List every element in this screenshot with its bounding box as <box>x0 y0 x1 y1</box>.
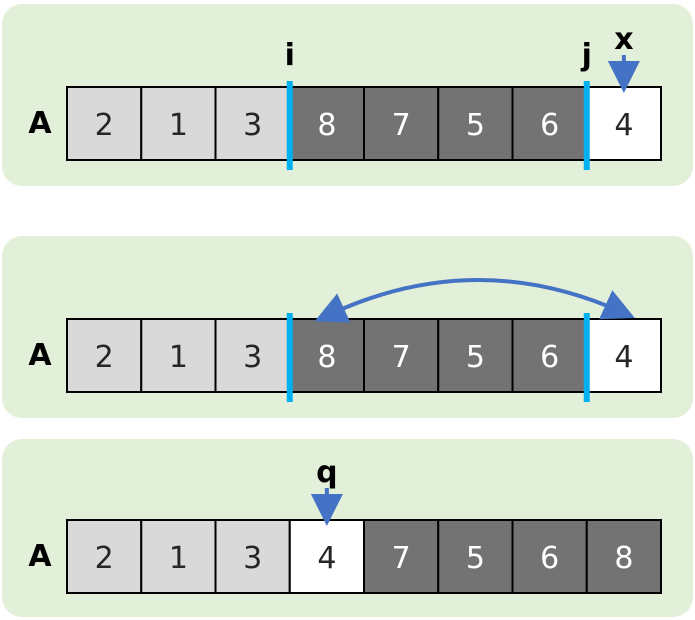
array-label: A <box>28 338 52 373</box>
cell-value: 1 <box>169 541 188 576</box>
cell-value: 1 <box>169 340 188 375</box>
cell-value: 1 <box>169 108 188 143</box>
cell-value: 5 <box>466 541 485 576</box>
array-label: A <box>28 106 52 141</box>
cell-value: 3 <box>243 340 262 375</box>
cell-value: 4 <box>614 340 633 375</box>
cell-value: 3 <box>243 108 262 143</box>
array-cell <box>140 519 217 594</box>
cell-value: 2 <box>95 340 114 375</box>
array-cell <box>511 519 588 594</box>
cell-value: 5 <box>466 108 485 143</box>
cell-value: 8 <box>614 541 633 576</box>
cell-value: 5 <box>466 340 485 375</box>
cell-value: 7 <box>392 541 411 576</box>
panel-3: A 2 1 3 4 7 5 6 8 q <box>2 439 693 617</box>
array-label: A <box>28 539 52 574</box>
marker-label-x: x <box>614 22 633 57</box>
array-border <box>66 519 662 594</box>
cell-value: 6 <box>540 108 559 143</box>
cell-value: 8 <box>317 108 336 143</box>
array-cell <box>585 519 662 594</box>
marker-label-j: j <box>581 38 592 73</box>
cell-value: 2 <box>95 108 114 143</box>
marker-label-i: i <box>285 38 295 73</box>
cell-value: 4 <box>317 541 336 576</box>
panel-2: A 2 1 3 8 7 5 6 4 <box>2 236 693 418</box>
array-cell <box>214 318 291 393</box>
cell-value: 7 <box>392 108 411 143</box>
array-cell <box>585 86 662 161</box>
cell-value: 7 <box>392 340 411 375</box>
cell-value: 4 <box>614 108 633 143</box>
array-cell <box>511 86 588 161</box>
cell-value: 6 <box>540 541 559 576</box>
cell-value: 8 <box>317 340 336 375</box>
array-cell <box>437 86 514 161</box>
cell-value: 3 <box>243 541 262 576</box>
array-cell <box>66 519 143 594</box>
cell-value: 6 <box>540 340 559 375</box>
cell-value: 2 <box>95 541 114 576</box>
array-cell <box>288 519 365 594</box>
marker-label-q: q <box>316 455 337 490</box>
swap-arrow <box>314 278 635 323</box>
array-border <box>66 86 662 161</box>
